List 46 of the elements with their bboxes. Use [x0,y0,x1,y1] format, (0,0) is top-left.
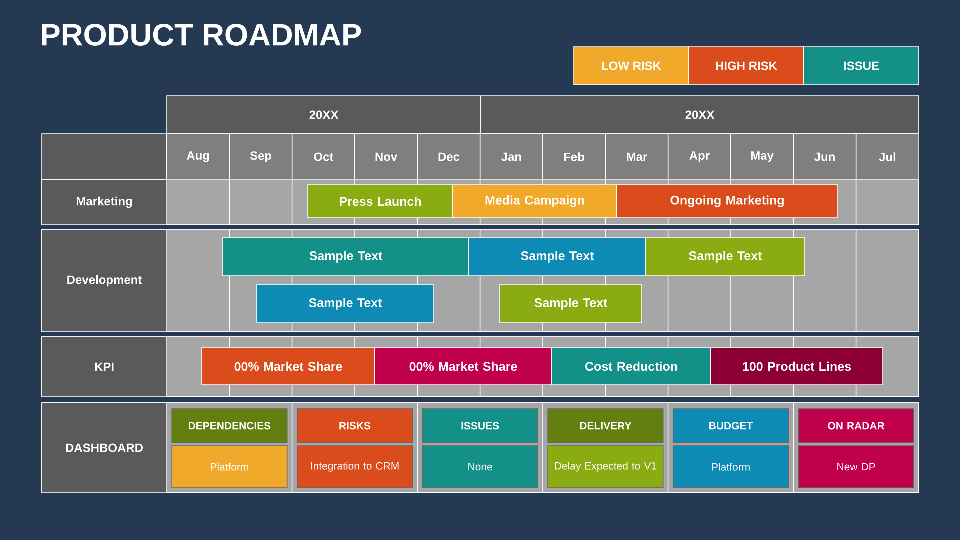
year-header-cell: 20XX [480,96,920,134]
month-header-cell: Jan [480,134,544,180]
month-header-cell: Dec [417,134,481,180]
timeline-bar: Sample Text [468,238,646,276]
month-header-cell: Aug [166,134,230,180]
timeline-bar: Press Launch [308,184,454,218]
row-header-cell: Development [42,230,168,332]
timeline-bar: Sample Text [646,238,806,276]
timeline-bar: 00% Market Share [202,348,376,386]
dashboard-content-box: New DP [798,446,914,488]
month-header-cell: Feb [542,134,606,180]
month-header-cell: Jun [793,134,857,180]
timeline-bar: Sample Text [500,284,642,324]
legend-item: LOW RISK [574,46,690,86]
row-header-cell: KPI [42,336,168,398]
month-header-cell: Jul [856,134,920,180]
dashboard-content-box: Delay Expected to V1 [548,446,664,488]
dashboard-content-box: Platform [672,446,790,488]
dashboard-heading-box: DEPENDENCIES [172,408,288,444]
dashboard-content-box: None [422,446,538,488]
legend-item: ISSUE [804,46,920,86]
month-header-cell: Apr [668,134,732,180]
month-header-cell: Mar [605,134,669,180]
legend-item: HIGH RISK [688,46,804,86]
dashboard-heading-box: ON RADAR [798,408,914,444]
dashboard-heading-box: DELIVERY [548,408,664,444]
month-header-cell: Oct [292,134,356,180]
row-header-cell: DASHBOARD [42,402,168,494]
title: PRODUCT ROADMAP [42,24,362,46]
month-header-cell: Sep [229,134,293,180]
timeline-bar: Ongoing Marketing [616,184,838,218]
month-header-cell: Nov [354,134,418,180]
timeline-bar: 100 Product Lines [710,348,884,386]
timeline-bar: Sample Text [222,238,470,276]
dashboard-heading-box: BUDGET [672,408,790,444]
row-header-cell: Marketing [42,180,168,226]
dashboard-heading-box: RISKS [296,408,414,444]
dashboard-heading-box: ISSUES [422,408,538,444]
dashboard-content-box: Platform [172,446,288,488]
dashboard-content-box: Integration to CRM [296,446,414,488]
timeline-bar: Cost Reduction [552,348,712,386]
timeline-bar: Sample Text [256,284,434,324]
timeline-bar: 00% Market Share [374,348,552,386]
timeline-bar: Media Campaign [452,184,618,218]
year-header-cell: 20XX [166,96,482,134]
month-header-cell: May [730,134,794,180]
